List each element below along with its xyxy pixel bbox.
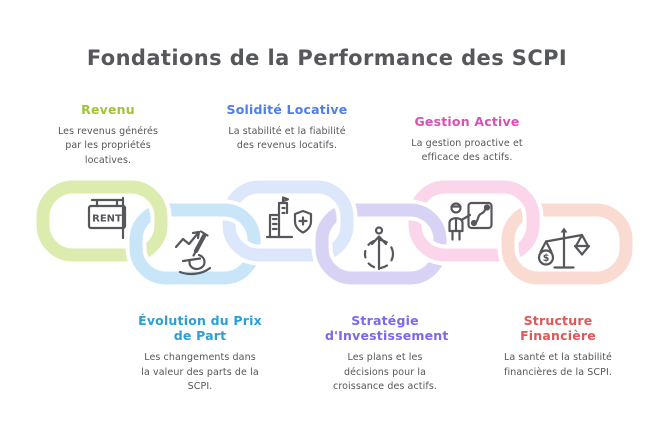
label-revenu: Revenu Les revenus générés par les propr… (18, 99, 198, 168)
node-description: La stabilité et la fiabilité des revenus… (228, 126, 346, 152)
node-description: La santé et la stabilité financières de … (504, 352, 612, 378)
label-strategie-investissement: Stratégie d'Investissement Les plans et … (295, 313, 475, 394)
microscope-trend-icon (174, 230, 212, 276)
balance-scale-icon: $ (537, 227, 591, 269)
node-heading: Stratégie d'Investissement (325, 313, 449, 344)
node-heading: Revenu (81, 102, 135, 117)
rent-sign-icon: RENT (87, 196, 127, 240)
growth-arrow-icon (363, 226, 395, 271)
label-structure-financiere: Structure Financière La santé et la stab… (468, 313, 648, 380)
node-heading: Structure Financière (520, 313, 596, 344)
node-heading: Gestion Active (414, 114, 520, 129)
node-description: Les plans et les décisions pour la crois… (333, 352, 437, 392)
node-heading: Évolution du Prix de Part (138, 313, 262, 344)
svg-text:RENT: RENT (92, 214, 122, 225)
svg-text:$: $ (543, 253, 550, 264)
node-description: Les revenus générés par les propriétés l… (57, 126, 159, 166)
label-gestion-active: Gestion Active La gestion proactive et e… (377, 111, 557, 166)
page-title: Fondations de la Performance des SCPI (86, 46, 568, 70)
label-solidite-locative: Solidité Locative La stabilité et la fia… (197, 99, 377, 154)
node-description: Les changements dans la valeur des parts… (141, 352, 259, 392)
building-shield-icon (265, 196, 313, 239)
presenter-board-icon (448, 201, 493, 241)
node-description: La gestion proactive et efficace des act… (411, 138, 523, 164)
node-heading: Solidité Locative (226, 102, 348, 117)
label-evolution-prix-part: Évolution du Prix de Part Les changement… (110, 313, 290, 394)
